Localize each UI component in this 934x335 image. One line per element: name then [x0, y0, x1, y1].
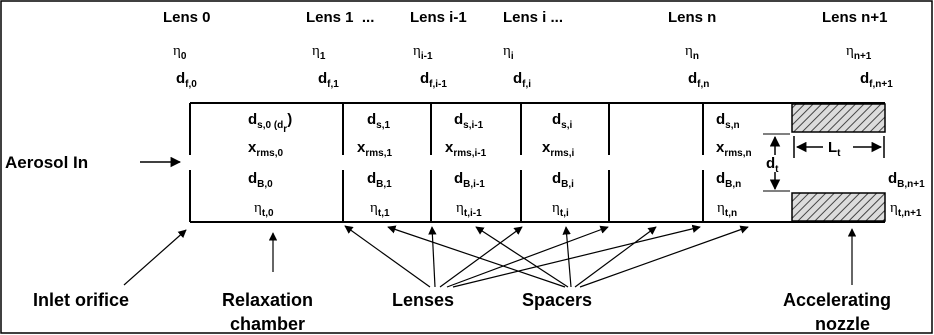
eta-t-i-1-label: ηt,i-1 [456, 200, 482, 219]
d-f-n: df,n [688, 70, 709, 90]
spacer-arrow-5 [579, 225, 749, 288]
d-t-label: dt [766, 155, 779, 175]
eta-t-i-label: ηt,i [552, 200, 569, 219]
d-f-row: df,0 df,1 df,i-1 df,i df,n df,n+1 [176, 70, 893, 90]
d-b-n-plus-1-label: dB,n+1 [888, 170, 925, 190]
aerosol-inlet: Aerosol In [5, 153, 182, 172]
eta-t-1-label: ηt,1 [370, 200, 390, 219]
x-rms-0-label: xrms,0 [248, 139, 283, 159]
relaxation-chamber-label-line2: chamber [230, 314, 305, 334]
d-s-n-label: ds,n [716, 111, 740, 131]
lens-tube [189, 102, 886, 223]
d-s-i-label: ds,i [552, 111, 573, 131]
d-f-0: df,0 [176, 70, 197, 90]
eta-t-n-plus-1-label: ηt,n+1 [890, 200, 922, 219]
bottom-labels: Inlet orifice Relaxation chamber Lenses … [33, 290, 891, 334]
lens-1-label: Lens 1 ... [306, 9, 374, 26]
eta-t-0-label: ηt,0 [254, 200, 274, 219]
d-f-1: df,1 [318, 70, 339, 90]
d-f-i: df,i [513, 70, 531, 90]
lens-arrow-5 [452, 224, 701, 288]
d-s-1-label: ds,1 [367, 111, 391, 131]
lens-i-label: Lens i ... [503, 9, 563, 26]
section-n-params: ds,n xrms,n dB,n ηt,n [716, 111, 752, 219]
nozzle-lower-block [791, 192, 886, 222]
spacer-arrow-2 [475, 226, 569, 288]
section-0-params: ds,0 (dr) xrms,0 dB,0 ηt,0 [248, 111, 292, 219]
x-rms-i-1-label: xrms,i-1 [445, 139, 487, 159]
inlet-orifice-label: Inlet orifice [33, 290, 129, 310]
eta-c-i: ηi [503, 43, 514, 62]
lens-arrow-2 [428, 226, 437, 288]
inlet-orifice-arrow [123, 229, 187, 286]
lens-arrow-4 [446, 225, 609, 288]
eta-c-row: η0 η1 ηi-1 ηi ηn ηn+1 [173, 43, 872, 62]
accelerating-nozzle-label-line2: nozzle [815, 314, 870, 334]
d-b-0-label: dB,0 [248, 170, 273, 190]
lens-header-row: Lens 0 Lens 1 ... Lens i-1 Lens i ... Le… [163, 9, 887, 26]
callout-arrows [123, 224, 857, 288]
accelerating-nozzle-label-line1: Accelerating [783, 290, 891, 310]
d-f-i-1: df,i-1 [420, 70, 447, 90]
lenses-label: Lenses [392, 290, 454, 310]
spacers-label: Spacers [522, 290, 592, 310]
relaxation-chamber-label-line1: Relaxation [222, 290, 313, 310]
eta-c-0: η0 [173, 43, 187, 62]
section-1-params: ds,1 xrms,1 dB,1 ηt,1 [357, 111, 392, 219]
d-b-i-1-label: dB,i-1 [454, 170, 485, 190]
l-t-label: Lt [828, 139, 841, 159]
lens-0-label: Lens 0 [163, 9, 211, 26]
nozzle-dimensions: dt Lt dB,n+1 ηt,n+1 [763, 133, 925, 219]
x-rms-1-label: xrms,1 [357, 139, 392, 159]
x-rms-n-label: xrms,n [716, 139, 752, 159]
spacer-arrow-4 [574, 226, 657, 288]
lens-arrow-1 [344, 225, 431, 288]
section-i-1-params: ds,i-1 xrms,i-1 dB,i-1 ηt,i-1 [445, 111, 487, 219]
section-i-params: ds,i xrms,i dB,i ηt,i [542, 111, 574, 219]
d-b-1-label: dB,1 [367, 170, 392, 190]
d-b-i-label: dB,i [552, 170, 574, 190]
lens-n-plus-1-label: Lens n+1 [822, 9, 887, 26]
lens-n-label: Lens n [668, 9, 716, 26]
eta-c-n-plus-1: ηn+1 [846, 43, 872, 62]
spacer-arrow-1 [387, 225, 566, 288]
lens-i-1-label: Lens i-1 [410, 9, 467, 26]
nozzle-upper-block [791, 103, 886, 133]
eta-t-n-label: ηt,n [717, 200, 737, 219]
aerosol-in-label: Aerosol In [5, 153, 88, 172]
lens-arrow-3 [439, 226, 523, 288]
eta-c-n: ηn [685, 43, 699, 62]
d-s-0-label: ds,0 (dr) [248, 111, 292, 135]
d-s-i-1-label: ds,i-1 [454, 111, 484, 131]
eta-c-i-1: ηi-1 [413, 43, 433, 62]
eta-c-1: η1 [312, 43, 326, 62]
spacer-arrow-3 [562, 226, 572, 288]
d-b-n-label: dB,n [716, 170, 741, 190]
x-rms-i-label: xrms,i [542, 139, 574, 159]
d-f-n-plus-1: df,n+1 [860, 70, 893, 90]
